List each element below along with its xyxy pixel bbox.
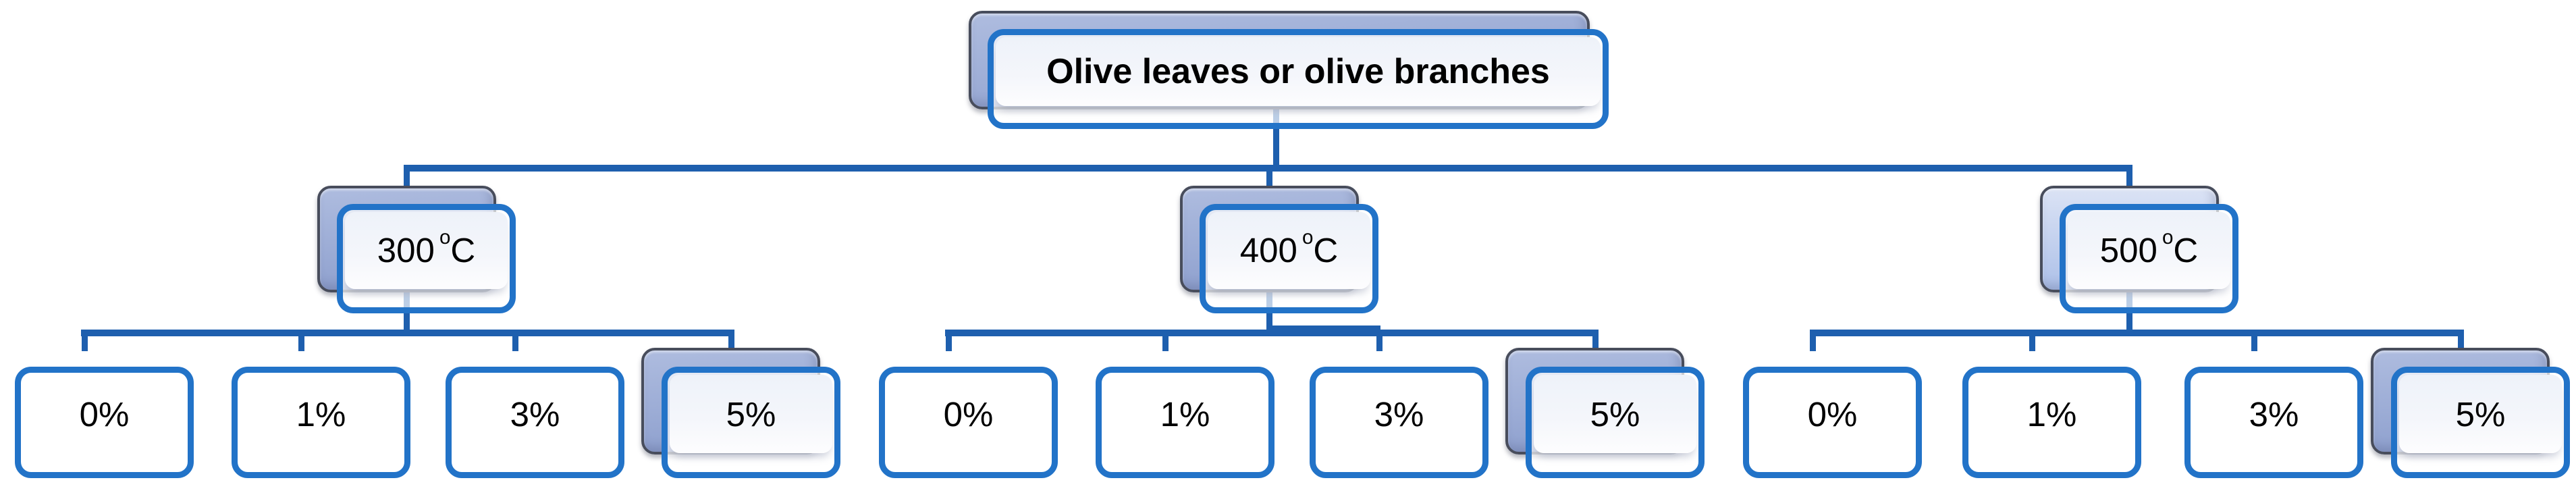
root-node-box: Olive leaves or olive branches xyxy=(988,29,1609,129)
leaf-fill xyxy=(23,375,186,454)
leaf-box: 0% xyxy=(15,367,194,478)
connector-stub-300-5pct xyxy=(728,334,734,351)
connector-400-horizontal xyxy=(945,330,1599,336)
leaf-box: 1% xyxy=(1962,367,2141,478)
leaf-label: 1% xyxy=(2027,394,2077,434)
leaf-label: 1% xyxy=(296,394,346,434)
leaf-node-400-0pct: 0% xyxy=(879,367,1058,478)
leaf-label: 3% xyxy=(1374,394,1424,434)
connector-stub-500-5pct xyxy=(2458,334,2464,351)
root-node: Olive leaves or olive branches xyxy=(969,11,1609,129)
connector-stub-300-3pct xyxy=(512,334,518,351)
leaf-box: 0% xyxy=(1743,367,1922,478)
leaf-box: 0% xyxy=(879,367,1058,478)
leaf-node-500-5pct: 5% xyxy=(2371,348,2570,478)
leaf-fill xyxy=(2193,375,2355,454)
leaf-box: 3% xyxy=(446,367,624,478)
leaf-fill xyxy=(2399,375,2562,454)
temp-value: 300 xyxy=(377,231,435,270)
leaf-node-300-3pct: 3% xyxy=(446,367,624,478)
temp-unit: C xyxy=(450,231,476,270)
leaf-fill xyxy=(1318,375,1480,454)
leaf-label: 0% xyxy=(943,394,994,434)
connector-stub-300-0pct xyxy=(82,334,88,351)
leaf-box: 1% xyxy=(232,367,410,478)
root-node-label: Olive leaves or olive branches xyxy=(1046,51,1550,91)
connector-level1-horizontal xyxy=(404,165,2132,172)
temp-unit: C xyxy=(1313,231,1339,270)
leaf-box: 3% xyxy=(1310,367,1488,478)
leaf-fill xyxy=(1751,375,1914,454)
leaf-fill xyxy=(887,375,1050,454)
leaf-fill xyxy=(670,375,832,454)
leaf-node-500-3pct: 3% xyxy=(2184,367,2363,478)
leaf-fill xyxy=(1104,375,1266,454)
leaf-node-400-5pct: 5% xyxy=(1505,348,1705,478)
leaf-node-300-1pct: 1% xyxy=(232,367,410,478)
leaf-box: 3% xyxy=(2184,367,2363,478)
leaf-label: 0% xyxy=(1807,394,1858,434)
connector-root-drop xyxy=(1273,101,1279,172)
temp-node-500-fill xyxy=(2068,212,2230,289)
leaf-node-400-3pct: 3% xyxy=(1310,367,1488,478)
connector-300-horizontal xyxy=(81,330,734,336)
connector-500-horizontal xyxy=(1810,330,2464,336)
leaf-fill xyxy=(454,375,616,454)
leaf-node-500-0pct: 0% xyxy=(1743,367,1922,478)
temp-value: 400 xyxy=(1239,231,1297,270)
leaf-node-500-1pct: 1% xyxy=(1962,367,2141,478)
leaf-node-300-0pct: 0% xyxy=(15,367,194,478)
leaf-box: 5% xyxy=(662,367,840,478)
connector-stub-500-0pct xyxy=(1810,334,1816,351)
temp-value: 500 xyxy=(2099,231,2157,270)
connector-stub-500-3pct xyxy=(2251,334,2257,351)
root-node-fill xyxy=(996,37,1601,107)
temp-node-400-fill xyxy=(1208,212,1370,289)
leaf-label: 3% xyxy=(2249,394,2299,434)
leaf-label: 5% xyxy=(1590,394,1640,434)
temp-node-300-fill xyxy=(345,212,508,289)
leaf-fill xyxy=(240,375,402,454)
connector-stub-400-3pct xyxy=(1376,334,1383,351)
leaf-label: 3% xyxy=(510,394,560,434)
temp-unit: C xyxy=(2173,231,2199,270)
connector-stub-500-1pct xyxy=(2029,334,2035,351)
leaf-label: 0% xyxy=(79,394,130,434)
leaf-node-300-5pct: 5% xyxy=(641,348,840,478)
connector-stub-400-1pct xyxy=(1162,334,1169,351)
leaf-fill xyxy=(1970,375,2133,454)
connector-stub-300-1pct xyxy=(298,334,304,351)
leaf-box: 5% xyxy=(2391,367,2570,478)
leaf-box: 5% xyxy=(1526,367,1705,478)
leaf-label: 5% xyxy=(726,394,776,434)
leaf-node-400-1pct: 1% xyxy=(1096,367,1274,478)
leaf-label: 5% xyxy=(2455,394,2506,434)
leaf-box: 1% xyxy=(1096,367,1274,478)
connector-stub-400-5pct xyxy=(1592,334,1599,351)
leaf-label: 1% xyxy=(1160,394,1210,434)
connector-stub-400-0pct xyxy=(946,334,952,351)
leaf-fill xyxy=(1534,375,1696,454)
connector-400-overlap-segment xyxy=(1269,325,1380,332)
